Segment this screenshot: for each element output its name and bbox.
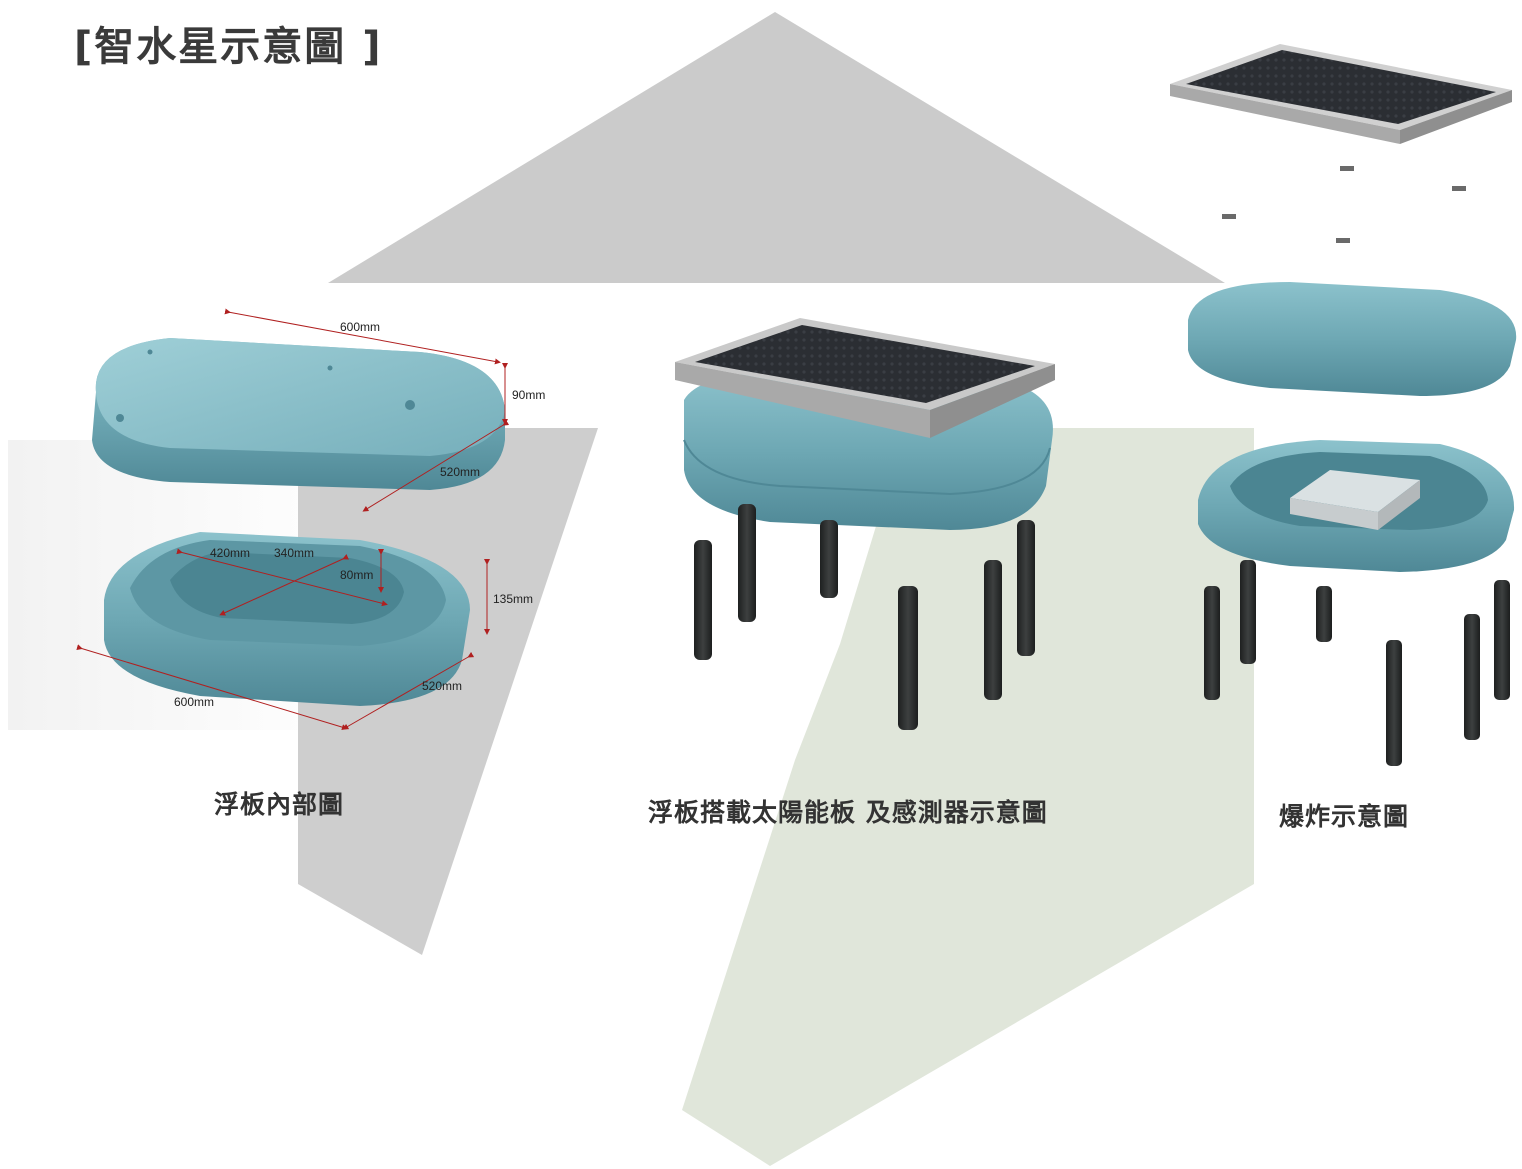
- dim-inner-width: 340mm: [274, 546, 314, 560]
- sensor-probe: [1464, 614, 1480, 740]
- caption-inner-view: 浮板內部圖: [214, 790, 345, 819]
- sensor-probe: [1204, 586, 1220, 700]
- dim-base-height: 135mm: [493, 592, 533, 606]
- dim-lid-length: 600mm: [340, 320, 380, 334]
- dim-base-width: 520mm: [422, 679, 462, 693]
- float-exploded-view: [1170, 44, 1517, 766]
- solar-panel-exploded: [1170, 44, 1512, 144]
- green-quad: [682, 428, 1254, 1166]
- sensor-probe: [1494, 580, 1510, 700]
- sensor-probe: [898, 586, 918, 730]
- sensor-probe: [984, 560, 1002, 700]
- float-assembled-view: [675, 318, 1055, 730]
- sensor-probe: [1017, 520, 1035, 656]
- junction-box: [1290, 470, 1420, 530]
- dim-lid-height: 90mm: [512, 388, 545, 402]
- page-title: [智水星示意圖 ]: [74, 24, 383, 70]
- mount-brackets: [1222, 166, 1466, 243]
- dim-inner-length: 420mm: [210, 546, 250, 560]
- sensor-probe: [738, 504, 756, 622]
- sensor-probe: [1240, 560, 1256, 664]
- dim-inner-depth: 80mm: [340, 568, 373, 582]
- dimension-lines: [76, 308, 510, 731]
- dimension-labels: 600mm 90mm 520mm 420mm 340mm 80mm 135mm …: [174, 320, 545, 709]
- solar-panel: [675, 318, 1055, 438]
- float-inner-view: 600mm 90mm 520mm 420mm 340mm 80mm 135mm …: [76, 308, 545, 731]
- caption-assembled-view: 浮板搭載太陽能板 及感測器示意圖: [648, 798, 1048, 827]
- sensor-probe: [694, 540, 712, 660]
- sensor-probe: [1386, 640, 1402, 766]
- dim-lid-width: 520mm: [440, 465, 480, 479]
- gray-triangle: [328, 12, 1225, 283]
- dim-base-length: 600mm: [174, 695, 214, 709]
- sensor-probe: [820, 520, 838, 598]
- sensor-probe: [1316, 586, 1332, 642]
- exploded-lid: [1188, 282, 1517, 396]
- sensor-group-assembled: [694, 504, 1035, 730]
- float-seam: [683, 439, 1051, 496]
- sensor-group-exploded: [1204, 560, 1510, 766]
- caption-exploded-view: 爆炸示意圖: [1279, 802, 1410, 831]
